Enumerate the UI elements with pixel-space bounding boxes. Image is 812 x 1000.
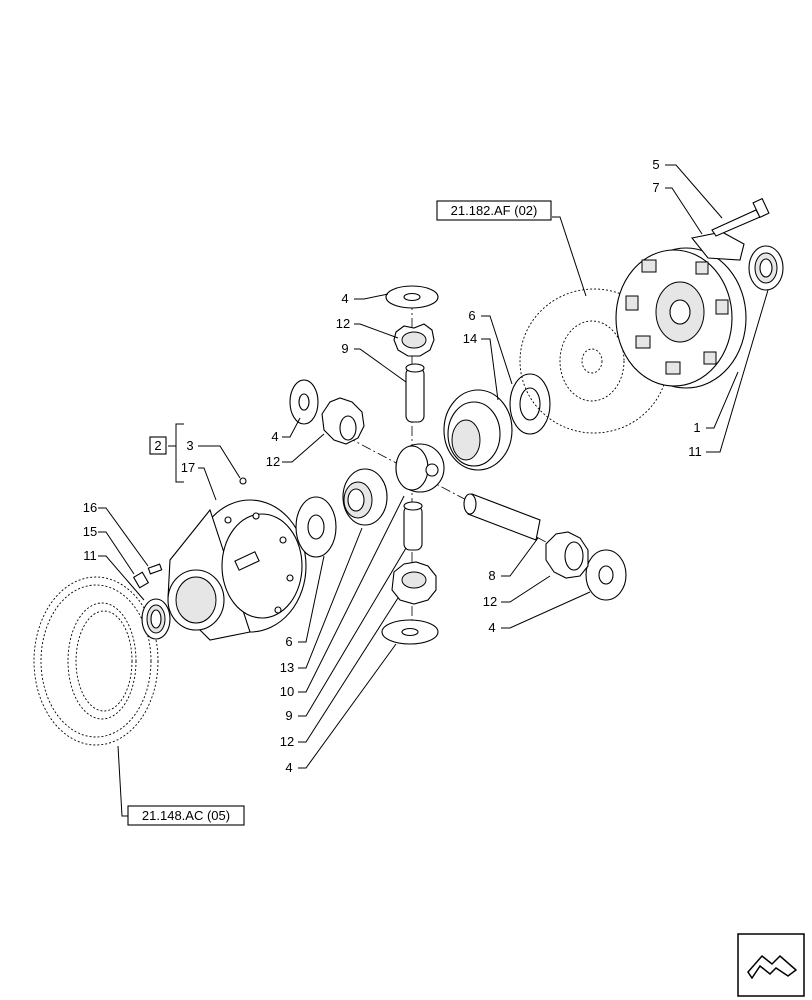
ball-3[interactable] xyxy=(239,477,247,485)
bearing-right[interactable] xyxy=(748,245,784,291)
washer-right[interactable] xyxy=(585,549,627,601)
callout-4-bottom[interactable]: 4 xyxy=(285,760,292,775)
callout-11-left[interactable]: 11 xyxy=(83,548,97,563)
pinion-gear-left[interactable] xyxy=(321,397,365,445)
thrust-washer-left[interactable] xyxy=(295,496,337,558)
side-gear-left[interactable] xyxy=(342,468,388,526)
callout-3[interactable]: 3 xyxy=(186,438,193,453)
group-bracket-2 xyxy=(149,423,184,483)
callout-9-bottom[interactable]: 9 xyxy=(285,708,292,723)
pinion-shaft-long[interactable] xyxy=(463,493,541,541)
callout-17[interactable]: 17 xyxy=(181,460,195,475)
pinion-shaft-upper[interactable] xyxy=(405,363,425,423)
ref-box-brake-disc[interactable]: 21.182.AF (02) xyxy=(436,200,552,221)
callout-15[interactable]: 15 xyxy=(83,524,97,539)
callout-4-left[interactable]: 4 xyxy=(271,429,278,444)
callout-7[interactable]: 7 xyxy=(652,180,659,195)
leader-lines xyxy=(98,164,769,817)
callout-1[interactable]: 1 xyxy=(693,420,700,435)
screw-16[interactable] xyxy=(147,563,163,575)
pinion-shaft-lower[interactable] xyxy=(403,501,423,551)
callout-5[interactable]: 5 xyxy=(652,157,659,172)
callout-9-top[interactable]: 9 xyxy=(341,341,348,356)
cross-block[interactable] xyxy=(395,443,445,493)
thrust-washer-right[interactable] xyxy=(509,373,551,435)
ring-gear[interactable] xyxy=(33,576,159,746)
callout-16[interactable]: 16 xyxy=(83,500,97,515)
pinion-gear-top[interactable] xyxy=(393,323,435,357)
bolt-5[interactable] xyxy=(711,197,770,237)
callout-13[interactable]: 13 xyxy=(280,660,294,675)
ref-brake-disc-label: 21.182.AF (02) xyxy=(451,203,538,218)
callout-14[interactable]: 14 xyxy=(463,331,477,346)
callout-12-bottom[interactable]: 12 xyxy=(280,734,294,749)
callout-6-left[interactable]: 6 xyxy=(285,634,292,649)
differential-housing[interactable] xyxy=(167,499,307,641)
callout-6-right[interactable]: 6 xyxy=(468,308,475,323)
ref-ring-gear-label: 21.148.AC (05) xyxy=(142,808,230,823)
callout-12-left[interactable]: 12 xyxy=(266,454,280,469)
callout-4-right[interactable]: 4 xyxy=(488,620,495,635)
callout-8[interactable]: 8 xyxy=(488,568,495,583)
next-page-arrow-icon[interactable] xyxy=(737,933,805,997)
pinion-gear-right[interactable] xyxy=(545,531,589,579)
washer-bottom[interactable] xyxy=(381,619,439,645)
callout-12-top[interactable]: 12 xyxy=(336,316,350,331)
washer-left[interactable] xyxy=(289,379,319,425)
callout-10[interactable]: 10 xyxy=(280,684,294,699)
side-gear-right[interactable] xyxy=(443,389,513,471)
callout-11-right[interactable]: 11 xyxy=(688,444,702,459)
ref-box-ring-gear[interactable]: 21.148.AC (05) xyxy=(127,805,245,826)
pinion-gear-bottom[interactable] xyxy=(391,561,437,605)
pin-15[interactable] xyxy=(132,571,150,589)
callout-4-top[interactable]: 4 xyxy=(341,291,348,306)
callout-2[interactable]: 2 xyxy=(154,438,161,453)
washer-top[interactable] xyxy=(385,285,439,309)
callout-labels: 2 3 17 16 15 11 4 12 9 4 12 6 14 5 7 1 1… xyxy=(83,157,702,775)
differential-cover[interactable] xyxy=(615,247,747,389)
bearing-left[interactable] xyxy=(141,598,171,640)
callout-12-right[interactable]: 12 xyxy=(483,594,497,609)
